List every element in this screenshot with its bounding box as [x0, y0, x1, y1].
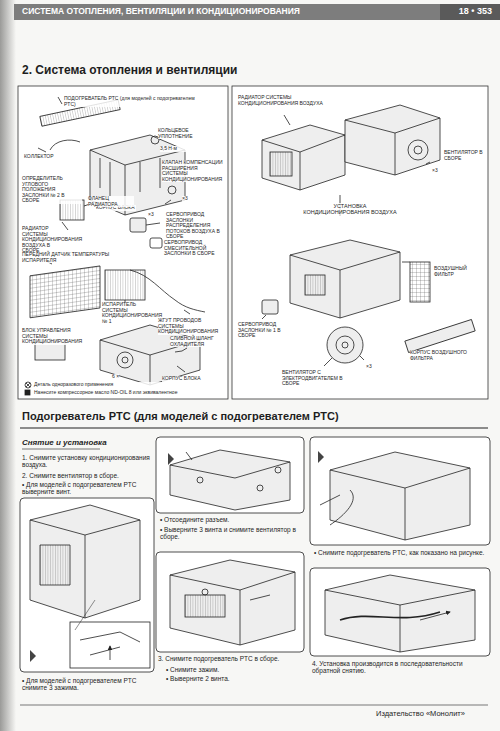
- header-band: СИСТЕМА ОТОПЛЕНИЯ, ВЕНТИЛЯЦИИ И КОНДИЦИО…: [14, 4, 500, 20]
- part-label: КОРПУС БЛОКА: [162, 376, 218, 382]
- instruction-bullet: • Снимите зажим.: [166, 666, 296, 673]
- part-label: СЕРВОПРИВОД СМЕСИТЕЛЬНОЙ ЗАСЛОНКИ В СБОР…: [164, 240, 224, 257]
- part-label: РАДИАТОР СИСТЕМЫ КОНДИЦИОНИРОВАНИЯ ВОЗДУ…: [22, 226, 60, 254]
- instruction-bullet: • Для моделей с подогревателем PTC вывер…: [22, 481, 150, 496]
- part-label: КОРПУС ВОЗДУШНОГО ФИЛЬТРА: [410, 350, 480, 361]
- part-label: ОПРЕДЕЛИТЕЛЬ УГЛОВОГО ПОЛОЖЕНИЯ ЗАСЛОНКИ…: [22, 176, 82, 204]
- part-label: УСТАНОВКА КОНДИЦИОНИРОВАНИЯ ВОЗДУХА: [300, 203, 400, 215]
- instruction-bullet: • Снимите подогреватель PTC, как показан…: [314, 549, 488, 556]
- instruction-step: 3. Снимите подогреватель PTC в сборе.: [158, 655, 304, 662]
- instruction-step: 4. Установка производится в последовател…: [312, 660, 488, 675]
- page-number: 18 • 353: [459, 6, 492, 16]
- instruction-bullet: • Выверните 2 винта.: [166, 675, 296, 682]
- note-text: Деталь одноразового применения: [34, 382, 184, 388]
- part-label: КОЛЬЦЕВОЕ УПЛОТНЕНИЕ: [158, 128, 218, 139]
- part-label: СЕРВОПРИВОД ЗАСЛОНКИ РАСПРЕДЕЛЕНИЯ ПОТОК…: [166, 212, 224, 240]
- part-label: БЛОК УПРАВЛЕНИЯ СИСТЕМЫ КОНДИЦИОНИРОВАНИ…: [22, 328, 96, 345]
- part-label: СЛИВНОЙ ШЛАНГ ОХЛАДИТЕЛЯ: [170, 336, 220, 347]
- torque-value: 3,5 Н·м: [160, 146, 200, 152]
- part-label: ВОЗДУШНЫЙ ФИЛЬТР: [434, 266, 484, 277]
- instruction-step: 2. Снимите вентилятор в сборе.: [22, 472, 150, 479]
- quantity-mark: 6 ×: [112, 374, 119, 380]
- part-label: ВЕНТИЛЯТОР В СБОРЕ: [444, 150, 486, 161]
- quantity-mark: ×3: [432, 168, 438, 174]
- part-label: ВЕНТИЛЯТОР С ЭЛЕКТРОДВИГАТЕЛЕМ В СБОРЕ: [282, 370, 352, 387]
- section-title: 2. Система отопления и вентиляции: [22, 64, 237, 78]
- instruction-bullet: • Для моделей с подогревателем PTC сними…: [22, 677, 152, 692]
- part-label: ЖГУТ ПРОВОДОВ СИСТЕМЫ КОНДИЦИОНИРОВАНИЯ: [158, 318, 224, 335]
- subheading: Снятие и установка: [22, 438, 107, 447]
- part-label: ИСПАРИТЕЛЬ СИСТЕМЫ КОНДИЦИОНИРОВАНИЯ № 1: [102, 302, 148, 324]
- quantity-mark: ×3: [182, 196, 188, 202]
- part-label: КОЛЛЕКТОР: [24, 154, 70, 160]
- instruction-bullet: • Отсоедините разъем.: [160, 516, 302, 523]
- part-label: ПОДОГРЕВАТЕЛЬ PTC (для моделей с подогре…: [64, 96, 204, 107]
- running-head: СИСТЕМА ОТОПЛЕНИЯ, ВЕНТИЛЯЦИИ И КОНДИЦИО…: [22, 6, 300, 16]
- note-text: Нанесите компрессорное масло ND-OIL 8 ил…: [34, 390, 214, 396]
- subsection-heading: Подогреватель PTC (для моделей с подогре…: [22, 410, 488, 423]
- publisher-name: Издательство «Монолит»: [376, 710, 465, 719]
- quantity-mark: ×3: [148, 212, 154, 218]
- part-label: ФЛАНЕЦ РАДИАТОРА: [88, 196, 134, 207]
- part-label: РАДИАТОР СИСТЕМЫ КОНДИЦИОНИРОВАНИЯ ВОЗДУ…: [238, 95, 338, 106]
- part-label: ПЕРЕДНИЙ ДАТЧИК ТЕМПЕРАТУРЫ ИСПАРИТЕЛЯ: [22, 252, 122, 263]
- instruction-bullet: • Выверните 3 винта и снимите вентилятор…: [160, 526, 302, 541]
- part-label: СЕРВОПРИВОД ЗАСЛОНКИ № 1 В СБОРЕ: [238, 322, 288, 339]
- part-label: КЛАПАН КОМПЕНСАЦИИ РАСШИРЕНИЯ СИСТЕМЫ КО…: [162, 160, 224, 182]
- instruction-step: 1. Снимите установку кондиционирования в…: [22, 454, 150, 469]
- quantity-mark: ×3: [366, 364, 372, 370]
